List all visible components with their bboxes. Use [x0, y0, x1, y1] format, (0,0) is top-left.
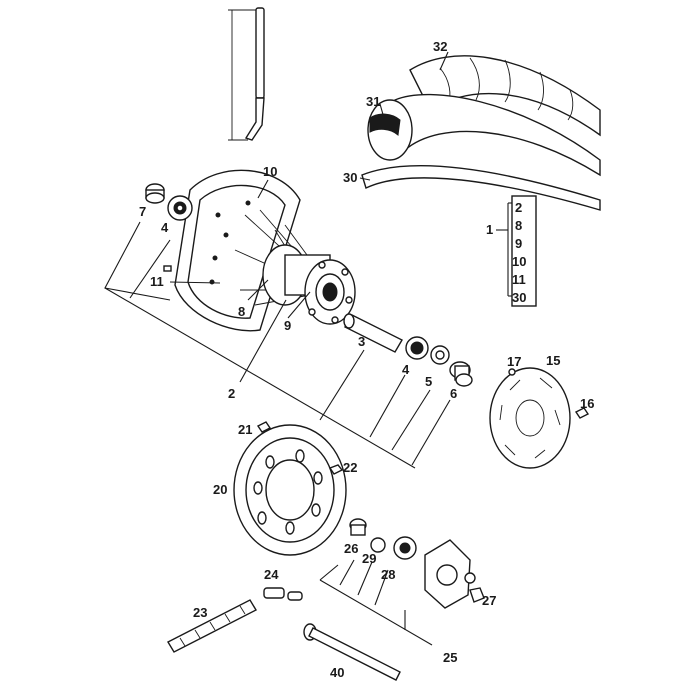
callout-25: 25 — [443, 650, 457, 665]
callout-3: 3 — [358, 334, 365, 349]
kit-box: 2 8 9 10 11 30 — [511, 195, 537, 307]
callout-23: 23 — [193, 605, 207, 620]
kit-item-1: 8 — [515, 218, 522, 233]
axle-40 — [303, 623, 401, 681]
kit-item-2: 9 — [515, 236, 522, 251]
spacer-6 — [449, 361, 473, 387]
kit-item-5: 30 — [512, 290, 526, 305]
callout-17: 17 — [507, 354, 521, 369]
callout-1: 1 — [486, 222, 493, 237]
chain-link-24 — [263, 587, 303, 601]
nut-22 — [328, 464, 344, 475]
sprocket-carrier-25 — [349, 518, 485, 609]
kit-item-4: 11 — [512, 272, 526, 287]
callout-4-right: 4 — [402, 362, 410, 377]
callout-11: 11 — [150, 274, 164, 289]
seal-5 — [430, 345, 450, 365]
callout-31: 31 — [366, 94, 380, 109]
callout-10: 10 — [263, 164, 277, 179]
kit-item-0: 2 — [515, 200, 522, 215]
chain-23 — [167, 599, 257, 653]
bearing-4-right — [405, 336, 429, 360]
callout-labels: 1 2 3 4 4 5 6 7 8 9 10 11 15 16 17 20 21… — [139, 39, 594, 680]
screw-16 — [574, 407, 590, 419]
sprocket-20 — [233, 424, 347, 556]
kit-item-3: 10 — [512, 254, 526, 269]
callout-16: 16 — [580, 396, 594, 411]
callout-6: 6 — [450, 386, 457, 401]
callout-29: 29 — [362, 551, 376, 566]
rim-hub-assembly — [174, 169, 356, 332]
callout-5: 5 — [425, 374, 432, 389]
distance-tube-3 — [343, 313, 403, 353]
callout-2: 2 — [228, 386, 235, 401]
callout-27: 27 — [482, 593, 496, 608]
screw-21 — [256, 421, 272, 433]
spacer-7 — [145, 183, 165, 204]
callout-15: 15 — [546, 353, 560, 368]
brake-disc-15 — [489, 367, 571, 469]
callout-28: 28 — [381, 567, 395, 582]
callout-21: 21 — [238, 422, 252, 437]
callout-4-left: 4 — [161, 220, 169, 235]
callout-26: 26 — [344, 541, 358, 556]
callout-32: 32 — [433, 39, 447, 54]
callout-7: 7 — [139, 204, 146, 219]
callout-22: 22 — [343, 460, 357, 475]
bearing-4-left — [167, 195, 193, 221]
callout-30: 30 — [343, 170, 357, 185]
callout-24: 24 — [264, 567, 279, 582]
tire-tube-rimtape — [361, 55, 601, 211]
callout-8: 8 — [238, 304, 245, 319]
callout-40: 40 — [330, 665, 344, 680]
rim-lock-11 — [163, 265, 172, 272]
callout-20: 20 — [213, 482, 227, 497]
spoke-drawing — [228, 7, 265, 141]
callout-9: 9 — [284, 318, 291, 333]
leader-lines — [104, 51, 512, 646]
